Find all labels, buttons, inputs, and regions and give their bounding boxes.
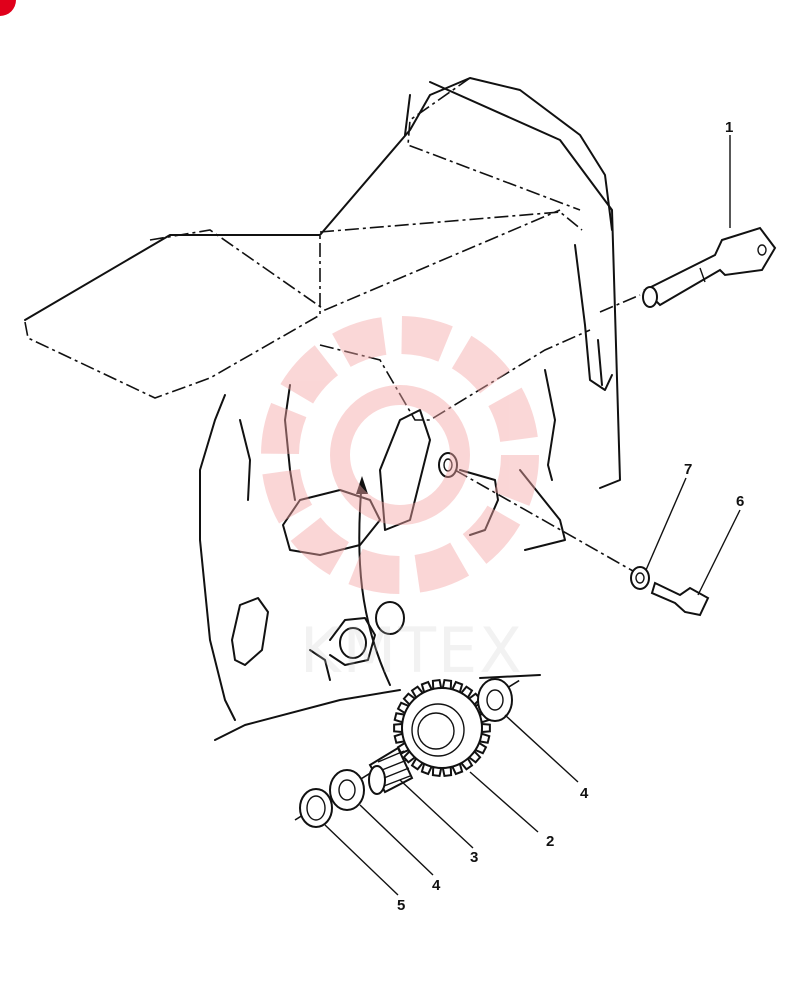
part-4-washer-upper <box>477 678 513 722</box>
assembly-arrow <box>356 476 391 686</box>
part-6-bolt <box>650 581 710 617</box>
watermark-text: KMTEX <box>300 614 524 687</box>
callout-5: 5 <box>397 897 405 914</box>
part-2-gear <box>393 678 491 778</box>
part-1-shaft <box>642 226 777 308</box>
callout-4-lower: 4 <box>432 877 441 894</box>
callout-6: 6 <box>736 493 744 510</box>
part-4-washer-lower <box>329 769 365 811</box>
part-5-snap-ring <box>299 788 333 828</box>
gear-tooth <box>393 722 404 734</box>
callout-2: 2 <box>546 833 554 850</box>
callout-3: 3 <box>470 849 478 866</box>
callout-7: 7 <box>684 461 692 478</box>
housing <box>24 77 621 741</box>
part-7-washer <box>630 566 650 590</box>
gear-tooth <box>480 722 491 734</box>
callout-1: 1 <box>725 119 733 136</box>
callout-4-upper: 4 <box>580 785 589 802</box>
leader-lines <box>324 135 741 896</box>
callouts: 1 7 6 2 3 4 4 5 <box>397 119 744 914</box>
watermark: KMTEX <box>261 316 539 687</box>
corner-marker <box>0 0 16 16</box>
